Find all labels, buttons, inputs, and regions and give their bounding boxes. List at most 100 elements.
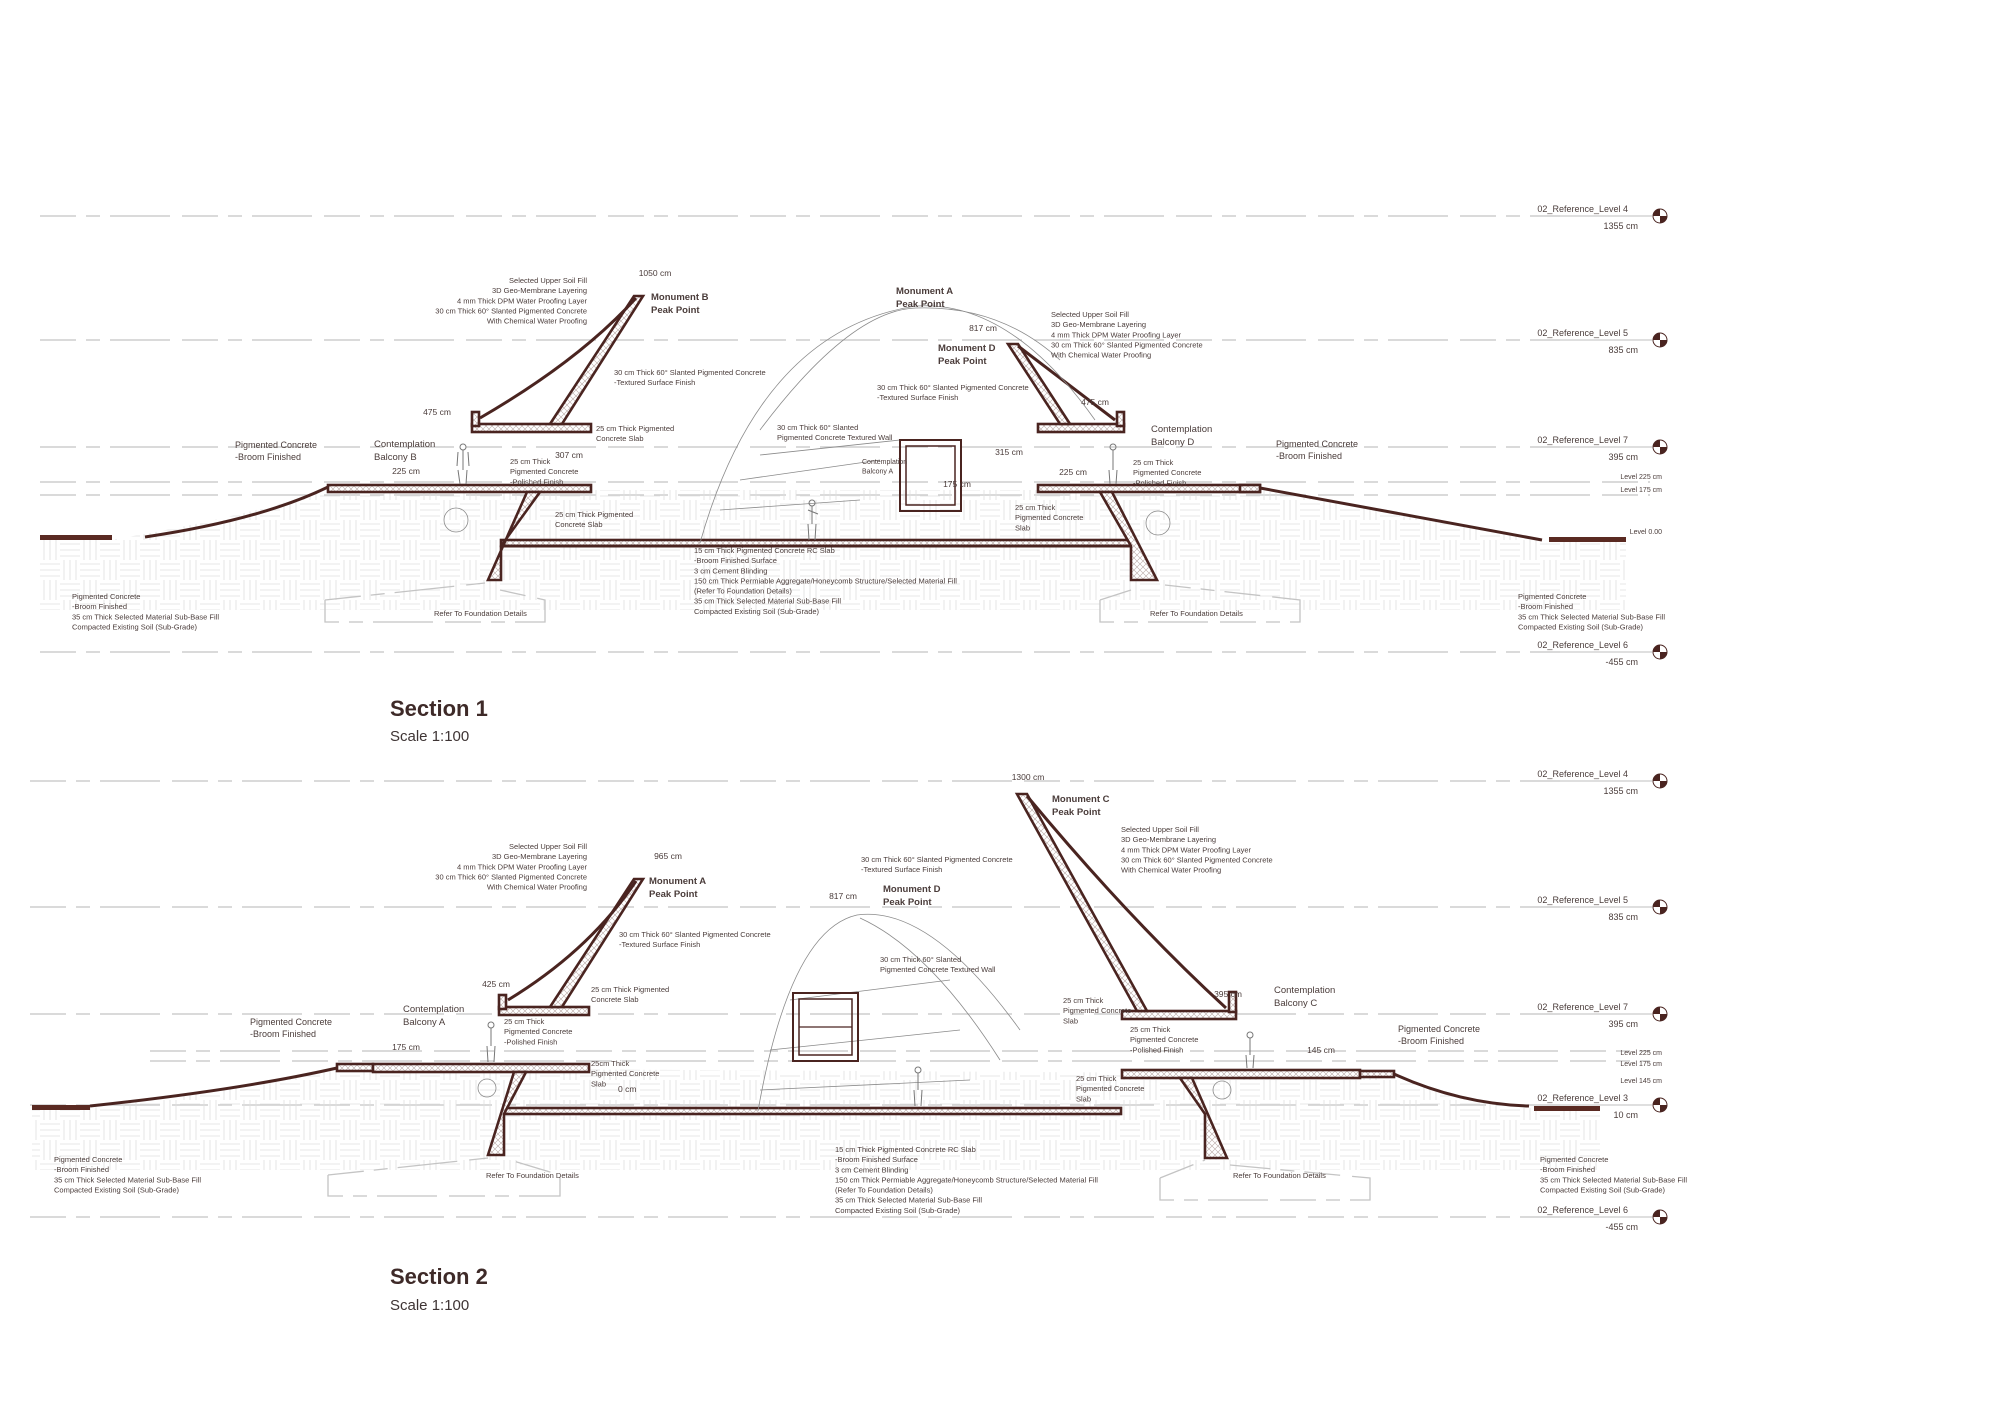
annotation-label: 475 cm — [1081, 397, 1109, 407]
annotation-line: 4 mm Thick DPM Water Proofing Layer — [1121, 845, 1252, 854]
annotation-line: 25 cm Thick — [1133, 458, 1174, 467]
foundation-outline-left — [327, 1157, 561, 1197]
annotation-label: 175 cm — [943, 479, 971, 489]
paving-right-edge — [1238, 483, 1262, 494]
annotation-line: -Broom Finished — [1540, 1165, 1595, 1174]
annotation-line: With Chemical Water Proofing — [487, 883, 587, 892]
annotation-line: 30 cm Thick 60° Slanted Pigmented Concre… — [619, 930, 771, 939]
mound-left — [144, 485, 329, 539]
annotation-line: 1050 cm — [639, 268, 672, 278]
level-name: 02_Reference_Level 6 — [1537, 1205, 1628, 1215]
section-2-title: Section 2 — [390, 1264, 488, 1289]
annotation-label: 225 cm — [1059, 467, 1087, 477]
annotation-line: 307 cm — [555, 450, 583, 460]
annotation-line: 30 cm Thick 60° Slanted Pigmented Concre… — [614, 368, 766, 377]
retaining-wall-right — [1097, 490, 1160, 582]
monument-c — [1014, 792, 1238, 1021]
level-datum-icon — [1652, 644, 1668, 660]
annotation-line: Pigmented Concrete — [1133, 468, 1201, 477]
paving-right-edge — [1358, 1069, 1396, 1079]
annotation-line: 25 cm Thick Pigmented — [591, 985, 669, 994]
annotation-line: 475 cm — [423, 407, 451, 417]
level-name: 02_Reference_Level 3 — [1537, 1093, 1628, 1103]
annotation-label: 15 cm Thick Pigmented Concrete RC Slab-B… — [835, 1145, 1098, 1215]
ground-paving-right — [1549, 537, 1626, 542]
annotation-label: 30 cm Thick 60° Slanted Pigmented Concre… — [877, 383, 1029, 402]
annotation-line: Compacted Existing Soil (Sub-Grade) — [835, 1206, 961, 1215]
level-name: 02_Reference_Level 4 — [1537, 769, 1628, 779]
drain-pipe — [1212, 1080, 1232, 1100]
annotation-line: Slab — [1015, 523, 1030, 532]
drain-pipe — [477, 1078, 497, 1098]
balcony-a-slab — [371, 1062, 591, 1074]
annotation-line: Refer To Foundation Details — [486, 1171, 579, 1180]
annotation-line: 817 cm — [969, 323, 997, 333]
annotation-line: (Refer To Foundation Details) — [835, 1186, 933, 1195]
annotation-line: Monument D — [883, 884, 941, 895]
annotation-line: Pigmented Concrete — [1518, 592, 1586, 601]
annotation-line: 35 cm Thick Selected Material Sub-Base F… — [1518, 612, 1665, 621]
annotation-line: -Broom Finished — [54, 1165, 109, 1174]
annotation-line: 25 cm Thick — [1015, 503, 1056, 512]
annotation-line: Compacted Existing Soil (Sub-Grade) — [54, 1185, 180, 1194]
annotation-line: 225 cm — [1059, 467, 1087, 477]
annotation-label: Pigmented Concrete-Broom Finished — [250, 1017, 332, 1039]
annotation-line: Pigmented Concrete Textured Wall — [880, 965, 996, 974]
annotation-line: Pigmented Concrete — [1540, 1155, 1608, 1164]
minor-level-label: Level 0.00 — [1630, 529, 1662, 536]
annotation-line: Monument C — [1052, 794, 1110, 805]
annotation-line: 150 cm Thick Permiable Aggregate/Honeyco… — [835, 1175, 1098, 1184]
section-1-scale: Scale 1:100 — [390, 728, 469, 745]
annotation-line: Selected Upper Soil Fill — [1051, 310, 1129, 319]
annotation-line: -Broom Finished — [250, 1029, 316, 1039]
annotation-line: -Broom Finished Surface — [835, 1155, 918, 1164]
level-datum-icon — [1652, 773, 1668, 789]
level-datum-icon — [1652, 439, 1668, 455]
level-marker: 02_Reference_Level 6-455 cm — [1537, 1205, 1668, 1232]
level-value: 395 cm — [1608, 452, 1638, 462]
annotation-line: 25 cm Thick — [504, 1017, 545, 1026]
window-frame — [792, 992, 859, 1062]
mound-left — [89, 1066, 338, 1108]
annotation-label: Refer To Foundation Details — [434, 609, 527, 618]
annotation-line: Balcony A — [403, 1017, 446, 1028]
section-1 — [40, 215, 1650, 653]
level-name: 02_Reference_Level 7 — [1537, 1002, 1628, 1012]
annotation-line: Slab — [591, 1079, 606, 1088]
annotation-line: Slab — [1076, 1094, 1091, 1103]
annotation-line: Peak Point — [1052, 807, 1101, 818]
level-name: 02_Reference_Level 5 — [1537, 328, 1628, 338]
annotation-label: 425 cm — [482, 979, 510, 989]
annotation-line: 35 cm Thick Selected Material Sub-Base F… — [1540, 1175, 1687, 1184]
monument-d-dome — [757, 913, 1021, 1112]
annotation-line: Pigmented Concrete — [72, 592, 140, 601]
annotation-line: Contemplation — [1151, 424, 1212, 435]
level-value: 835 cm — [1608, 345, 1638, 355]
foundation-outline-right — [1159, 1159, 1371, 1201]
annotation-line: -Broom Finished — [1398, 1036, 1464, 1046]
annotation-line: Monument A — [649, 876, 706, 887]
annotation-line: 175 cm — [392, 1042, 420, 1052]
level-value: -455 cm — [1605, 657, 1638, 667]
annotation-line: -Textured Surface Finish — [619, 940, 700, 949]
annotation-line: 965 cm — [654, 851, 682, 861]
annotation-line: Selected Upper Soil Fill — [509, 842, 587, 851]
annotation-label: Monument C Peak Point — [1052, 794, 1110, 818]
level-datum-icon — [1652, 1097, 1668, 1113]
annotation-line: 25 cm Thick — [1063, 996, 1104, 1005]
annotation-line: Compacted Existing Soil (Sub-Grade) — [1518, 622, 1644, 631]
